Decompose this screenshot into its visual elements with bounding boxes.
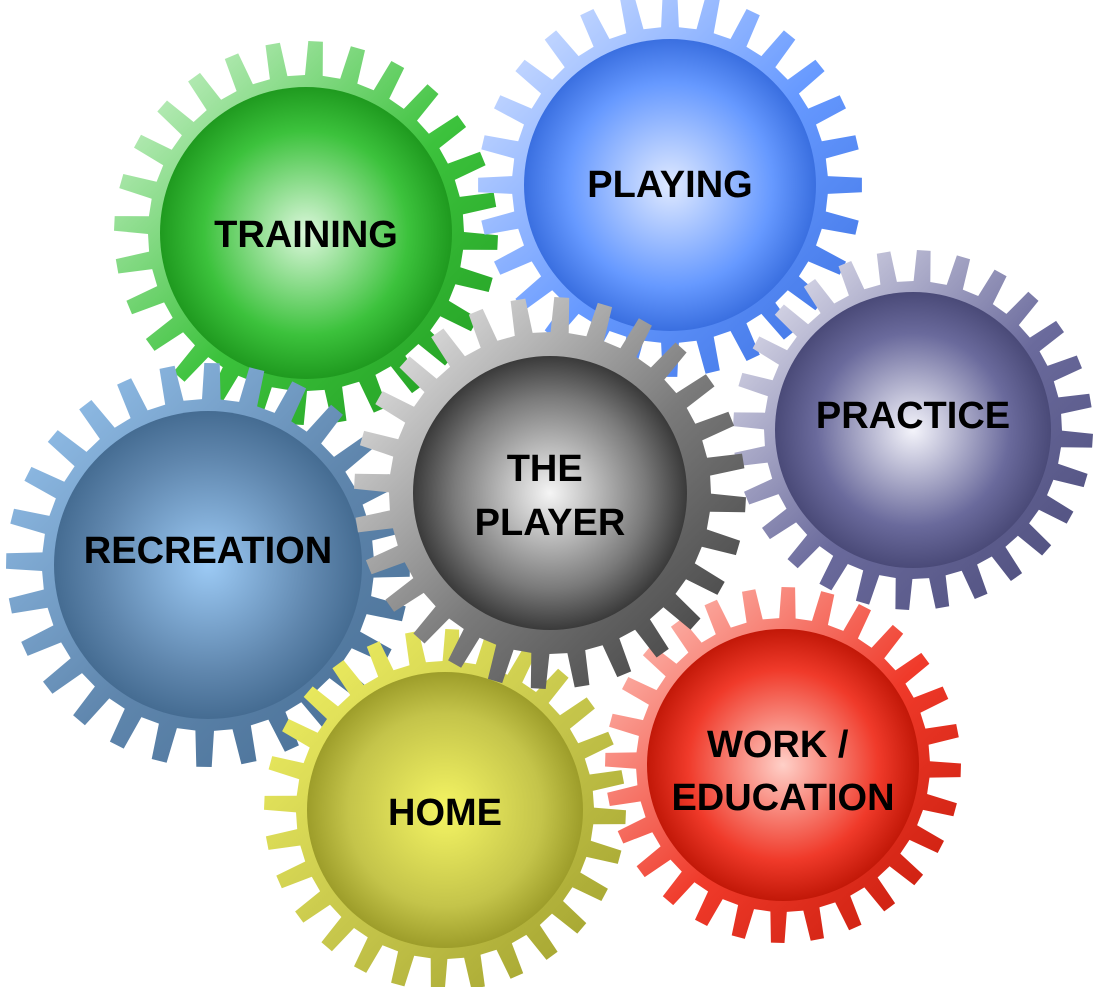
svg-text:WORK / EDUCATION: WORK / EDUCATION [671,724,894,819]
svg-text:THE PLAYER: THE PLAYER [475,448,626,544]
gear-work-education: WORK / EDUCATION [605,587,961,943]
gear-practice: PRACTICE [733,250,1093,610]
gear-work-label-line1: WORK / [707,724,849,766]
gear-playing: PLAYING [478,0,862,377]
gear-training-label: TRAINING [214,214,398,256]
gear-training: TRAINING [114,41,498,425]
svg-text:TRAINING: TRAINING [214,214,398,256]
gear-recreation-label: RECREATION [84,530,332,572]
svg-text:RECREATION: RECREATION [84,530,332,572]
gear-home: HOME [264,629,626,987]
svg-text:HOME: HOME [388,792,502,834]
gear-player-label-line2: PLAYER [475,502,626,544]
gear-playing-label: PLAYING [587,164,752,206]
gear-home-label: HOME [388,792,502,834]
gear-work-label-line2: EDUCATION [671,777,894,819]
svg-text:PLAYING: PLAYING [587,164,752,206]
gear-recreation: RECREATION [6,363,410,767]
gear-the-player: THE PLAYER [354,297,746,689]
svg-text:PRACTICE: PRACTICE [816,395,1010,437]
gear-player-label-line1: THE [507,448,583,490]
gear-practice-label: PRACTICE [816,395,1010,437]
